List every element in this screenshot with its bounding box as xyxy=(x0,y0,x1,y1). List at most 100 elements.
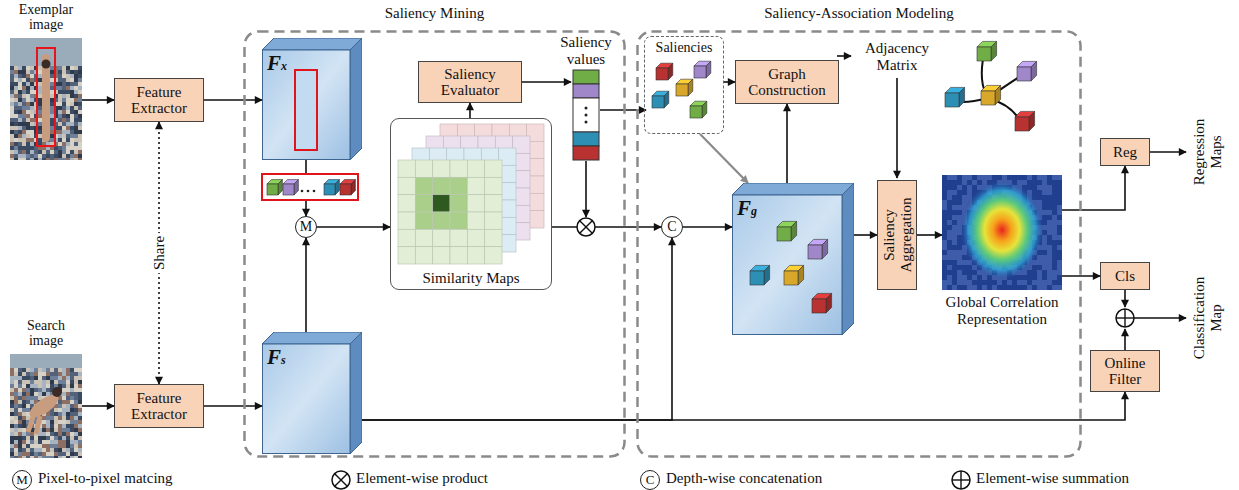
map-cell xyxy=(398,229,415,246)
photo-crowd xyxy=(10,118,14,122)
photo-crowd xyxy=(70,102,74,106)
photo-crowd xyxy=(74,130,78,134)
photo-crowd xyxy=(62,396,66,400)
photo-crowd xyxy=(78,416,82,420)
photo-crowd xyxy=(30,82,34,86)
process-box: Saliency Aggregation xyxy=(877,180,917,290)
photo-crowd xyxy=(74,400,78,404)
photo-crowd xyxy=(78,146,82,150)
photo-crowd xyxy=(38,138,42,142)
heat-texture xyxy=(1042,195,1047,200)
photo-crowd xyxy=(78,122,82,126)
ellipsis-dot xyxy=(585,114,588,117)
photo-crowd xyxy=(74,158,78,160)
photo-crowd xyxy=(10,158,14,160)
heat-texture xyxy=(1057,285,1062,290)
heat-texture xyxy=(957,195,962,200)
saliency-set: Saliencies xyxy=(644,36,724,134)
photo-crowd xyxy=(30,78,34,82)
photo-crowd xyxy=(10,432,14,436)
heading-holder: Saliency Mining xyxy=(203,5,666,22)
photo-crowd xyxy=(58,110,62,114)
photo-crowd xyxy=(38,130,42,134)
photo-crowd xyxy=(70,122,74,126)
map-cell xyxy=(485,160,502,177)
heat-texture xyxy=(1032,175,1037,180)
photo-crowd xyxy=(78,154,82,158)
photo-crowd xyxy=(14,376,18,380)
photo-crowd xyxy=(62,424,66,428)
map-cell xyxy=(398,177,415,194)
legend-symbol-letter: M xyxy=(16,473,28,487)
photo-crowd xyxy=(70,404,74,408)
photo-crowd xyxy=(22,444,26,448)
photo-crowd xyxy=(14,82,18,86)
photo-crowd xyxy=(66,420,70,424)
photo-crowd xyxy=(78,74,82,78)
photo-crowd xyxy=(18,98,22,102)
photo-crowd xyxy=(10,138,14,142)
photo-crowd xyxy=(50,114,54,118)
photo-crowd xyxy=(50,78,54,82)
photo-crowd xyxy=(78,114,82,118)
photo-crowd xyxy=(34,150,38,154)
heat-texture xyxy=(1047,210,1052,215)
photo-crowd xyxy=(38,158,42,160)
heat-texture xyxy=(957,180,962,185)
photo-crowd xyxy=(66,70,70,74)
photo-crowd xyxy=(70,400,74,404)
heat-texture xyxy=(942,205,947,210)
photo-crowd xyxy=(38,440,42,444)
node-text: Saliency Aggregation xyxy=(881,184,914,286)
photo-crowd xyxy=(66,456,70,458)
map-cell xyxy=(433,229,450,246)
heat-texture xyxy=(1047,245,1052,250)
heat-texture xyxy=(987,285,992,290)
photo-crowd xyxy=(74,392,78,396)
photo-crowd xyxy=(66,384,70,388)
photo-crowd xyxy=(74,106,78,110)
photo-crowd xyxy=(62,106,66,110)
heat-texture xyxy=(992,285,997,290)
photo-crowd xyxy=(14,380,18,384)
photo-crowd xyxy=(50,138,54,142)
heat-texture xyxy=(1012,280,1017,285)
photo-crowd xyxy=(58,66,62,70)
photo-crowd xyxy=(74,380,78,384)
operator-symbol xyxy=(952,471,970,489)
heat-texture xyxy=(977,275,982,280)
photo-crowd xyxy=(74,448,78,452)
photo-crowd xyxy=(62,110,66,114)
photo-crowd xyxy=(74,74,78,78)
photo-crowd xyxy=(62,452,66,456)
photo-crowd xyxy=(50,66,54,70)
heat-texture xyxy=(952,205,957,210)
heat-texture xyxy=(952,180,957,185)
photo-crowd xyxy=(10,372,14,376)
photo-crowd xyxy=(30,396,34,400)
photo-crowd xyxy=(42,376,46,380)
photo-crowd xyxy=(46,440,50,444)
map-cell xyxy=(415,160,432,177)
photo-crowd xyxy=(22,94,26,98)
photo-ground xyxy=(10,354,82,458)
heat-texture xyxy=(967,190,972,195)
photo-crowd xyxy=(74,372,78,376)
photo-crowd xyxy=(50,122,54,126)
photo-crowd xyxy=(38,452,42,456)
photo-crowd xyxy=(34,372,38,376)
photo-crowd xyxy=(26,436,30,440)
cube-front xyxy=(340,184,351,195)
similarity-maps: Similarity Maps xyxy=(390,118,552,290)
photo-crowd xyxy=(14,420,18,424)
photo-crowd xyxy=(14,134,18,138)
photo-crowd xyxy=(78,424,82,428)
photo-crowd xyxy=(26,138,30,142)
photo-crowd xyxy=(10,98,14,102)
photo-crowd xyxy=(66,380,70,384)
label-holder: Saliency Aggregation xyxy=(881,184,914,286)
photo-crowd xyxy=(14,142,18,146)
heat-texture xyxy=(1007,175,1012,180)
heat-texture xyxy=(987,280,992,285)
photo-crowd xyxy=(66,118,70,122)
